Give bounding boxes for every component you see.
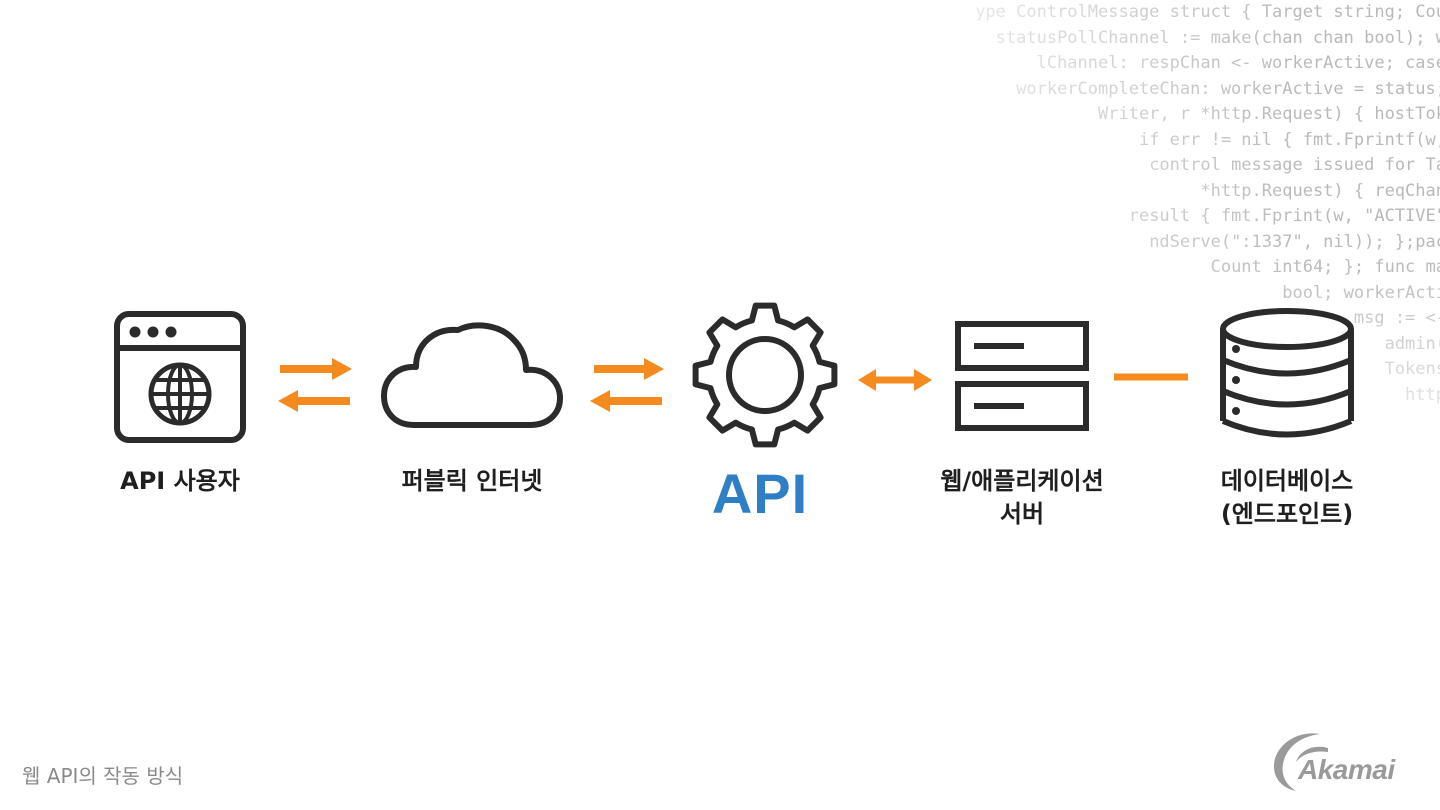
gear-icon bbox=[692, 302, 838, 448]
code-line: result { fmt.Fprint(w, "ACTIVE" bbox=[1128, 206, 1440, 226]
code-line: Tokens bbox=[1384, 359, 1440, 379]
code-line: ype ControlMessage struct { Target strin… bbox=[975, 2, 1440, 22]
web-server-label: 웹/애플리케이션 서버 bbox=[902, 465, 1142, 531]
database-label-line2: (엔드포인트) bbox=[1220, 500, 1354, 528]
code-line: *http.Request) { reqChan bbox=[1200, 180, 1440, 201]
api-user-label: API 사용자 bbox=[120, 467, 240, 495]
cloud-icon bbox=[381, 322, 563, 428]
code-line: control message issued for Ta bbox=[1149, 155, 1440, 175]
code-line: workerCompleteChan: workerActive = statu… bbox=[1016, 78, 1440, 99]
gear-outline bbox=[692, 302, 838, 448]
code-line: if err != nil { fmt.Fprintf(w, bbox=[1138, 129, 1440, 150]
database-label: 데이터베이스 (엔드포인트) bbox=[1180, 465, 1394, 531]
web-server-label-line2: 서버 bbox=[999, 500, 1045, 528]
double-arrow-icon bbox=[858, 369, 932, 391]
caption: 웹 API의 작동 방식 bbox=[22, 764, 184, 788]
bidirectional-arrows-icon bbox=[590, 358, 664, 412]
akamai-logo: Akamai bbox=[1268, 728, 1428, 794]
database-icon bbox=[1220, 308, 1354, 438]
code-line: lChannel: respChan <- workerActive; case bbox=[1036, 53, 1440, 73]
public-internet-label: 퍼블릭 인터넷 bbox=[401, 467, 543, 495]
api-label: API bbox=[711, 462, 809, 525]
browser-globe-icon bbox=[114, 311, 246, 443]
database-label-line1: 데이터베이스 bbox=[1220, 467, 1354, 495]
code-line: Count int64; }; func ma bbox=[1210, 257, 1440, 277]
connector-line bbox=[1114, 373, 1188, 381]
server-icon bbox=[955, 321, 1089, 431]
web-server-label-line1: 웹/애플리케이션 bbox=[940, 467, 1104, 495]
code-line: msg := <- bbox=[1353, 308, 1440, 328]
akamai-logo-text: Akamai bbox=[1298, 754, 1395, 785]
code-line: statusPollChannel := make(chan chan bool… bbox=[995, 27, 1440, 48]
bidirectional-arrows-icon bbox=[278, 358, 352, 412]
code-line: Writer, r *http.Request) { hostTok bbox=[1098, 104, 1440, 124]
code-line: admin( bbox=[1384, 333, 1440, 354]
code-line: ndServe(":1337", nil)); };pac bbox=[1149, 231, 1440, 252]
code-line: bool; workerActi bbox=[1282, 282, 1440, 303]
code-line: http bbox=[1405, 384, 1440, 405]
